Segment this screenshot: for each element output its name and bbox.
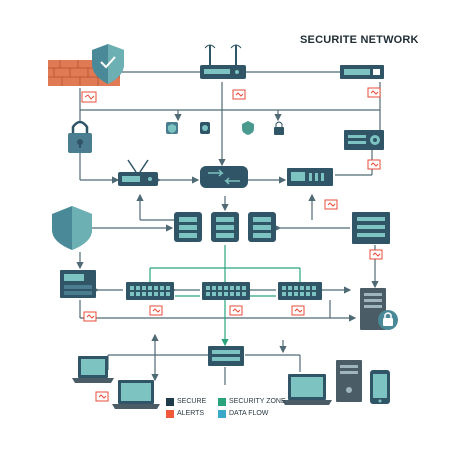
small-shield-icon (242, 121, 254, 135)
legend-label-data-flow: DATA FLOW (229, 410, 269, 417)
laptop-icon (72, 356, 114, 383)
small-lock-icon (274, 121, 284, 135)
legend-label-alerts: ALERTS (177, 410, 205, 417)
secure-server-tower-icon (360, 288, 398, 330)
alert-icon (291, 305, 305, 316)
core-switch-icon (200, 166, 248, 188)
server-icon (248, 212, 276, 242)
monitor-panel-icon (352, 212, 390, 244)
alert-icon (232, 89, 246, 100)
wifi-router-icon (200, 44, 246, 79)
legend-label-secure: SECURE (177, 398, 207, 405)
laptop-icon (112, 380, 160, 409)
network-appliance-icon (287, 168, 333, 186)
legend-swatch-alerts (166, 410, 174, 418)
alert-badges (81, 87, 383, 402)
server-cluster (174, 212, 276, 242)
desktop-tower-icon (336, 360, 362, 402)
alert-icon (324, 199, 338, 210)
network-device-top-right (340, 65, 384, 79)
lock-icon (68, 120, 92, 153)
legend-swatch-secure (166, 398, 174, 406)
shield-icon (52, 206, 92, 250)
switch-icon (278, 282, 322, 300)
page-title: SECURITE NETWORK (300, 34, 419, 46)
alert-icon (367, 159, 381, 170)
alert-icon (367, 87, 381, 98)
modem-icon (60, 270, 96, 298)
laptop-icon (282, 374, 332, 405)
wireless-router-icon (118, 159, 158, 186)
alert-icon (149, 305, 163, 316)
legend-label-security-zone: SECURITY ZONE (229, 398, 286, 405)
switch-row (126, 282, 322, 300)
gateway-device-icon (208, 346, 244, 366)
alert-icon (229, 305, 243, 316)
alert-icon (81, 91, 97, 103)
legend-swatch-data-flow (218, 410, 226, 418)
legend-swatch-security-zone (218, 398, 226, 406)
smartphone-icon (370, 370, 390, 404)
switch-icon (126, 282, 174, 300)
server-icon (211, 212, 239, 242)
legend: SECURE SECURITY ZONE ALERTS DATA FLOW (166, 398, 286, 424)
alert-icon (95, 391, 109, 402)
alert-icon (83, 311, 97, 322)
server-icon (174, 212, 202, 242)
firewall-icon (48, 44, 124, 86)
small-lock-icon (200, 122, 210, 134)
small-security-icons (166, 121, 284, 135)
alert-icon (369, 249, 383, 260)
switch-icon (202, 282, 250, 300)
small-shield-icon (166, 122, 178, 134)
server-box-upper-right (344, 130, 384, 150)
